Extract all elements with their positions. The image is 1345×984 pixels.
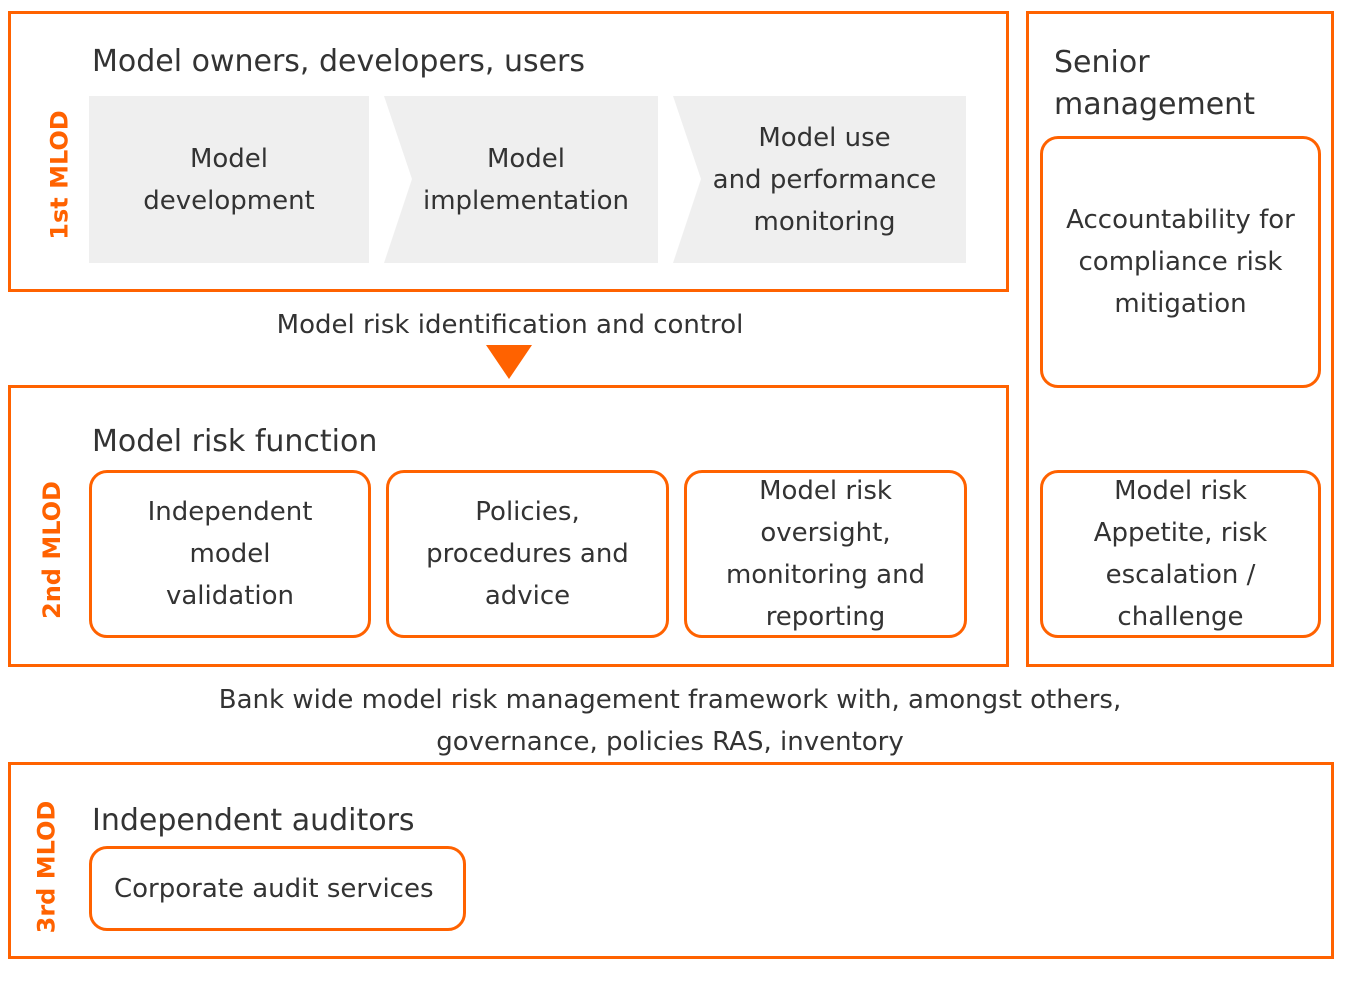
second-line-label: 2nd MLOD <box>38 481 66 619</box>
down-arrow-icon <box>486 345 532 379</box>
policies-procedures-box: Policies, procedures and advice <box>386 470 669 638</box>
independent-validation-box: Independent model validation <box>89 470 371 638</box>
third-line-frame <box>8 762 1334 959</box>
accountability-box: Accountability for compliance risk mitig… <box>1040 136 1321 388</box>
process-step-use-monitoring: Model use and performance monitoring <box>712 122 937 237</box>
framework-description: Bank wide model risk management framewor… <box>218 685 1122 757</box>
process-step-shape-use <box>673 96 966 263</box>
first-line-title: Model owners, developers, users <box>92 44 586 79</box>
second-line-title: Model risk function <box>92 424 378 459</box>
corporate-audit-label: Corporate audit services <box>114 873 434 904</box>
second-line-frame <box>8 385 1009 667</box>
risk-appetite-box: Model risk Appetite, risk escalation / c… <box>1040 470 1321 638</box>
corporate-audit-box: Corporate audit services <box>89 846 466 931</box>
third-line-title: Independent auditors <box>92 803 415 838</box>
process-step-shape-implementation <box>384 96 658 263</box>
first-line-frame <box>8 11 1009 292</box>
oversight-reporting-box: Model risk oversight, monitoring and rep… <box>684 470 967 638</box>
senior-management-frame <box>1026 11 1334 667</box>
process-step-implementation: Model implementation <box>422 143 629 216</box>
connector-label: Model risk identification and control <box>276 310 744 340</box>
third-line-label: 3rd MLOD <box>32 800 60 934</box>
senior-management-title: Senior management <box>1054 45 1255 122</box>
process-step-development: Model development <box>143 143 315 216</box>
first-line-process-steps <box>89 96 966 263</box>
process-step-shape-development <box>89 96 369 263</box>
